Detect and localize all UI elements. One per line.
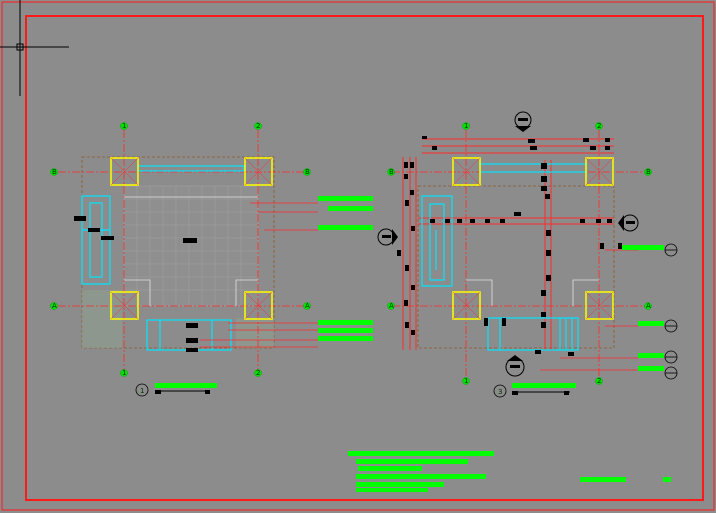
detail-number: 3: [498, 388, 502, 396]
plan-right: 1 2 1 2 B A B A: [377, 111, 678, 398]
grid-label: 2: [256, 122, 260, 130]
grid-label: A: [305, 302, 310, 310]
grid-label: 2: [256, 369, 260, 377]
grid-label: B: [305, 168, 310, 176]
annotation-bar: [622, 245, 664, 371]
column: [110, 157, 273, 320]
detail-number-bubble: [135, 383, 149, 397]
floor-grid: [123, 185, 259, 307]
drawing-border: [25, 15, 704, 501]
grid-label: B: [646, 168, 651, 176]
grid-bubble: [387, 122, 652, 385]
north-arrow-icon[interactable]: [505, 355, 525, 377]
detail-number-bubble: [493, 384, 507, 398]
section-marker-icon[interactable]: [514, 111, 532, 132]
section-marker-icon[interactable]: [618, 214, 639, 232]
notes-block: [348, 451, 494, 492]
plan-left: 1 2 1 2 B A B A: [50, 122, 373, 397]
grid-bubble: [50, 122, 311, 377]
detail-number: 1: [140, 387, 144, 395]
grid-label: B: [52, 168, 57, 176]
column: [452, 157, 614, 320]
grid-label: A: [52, 302, 57, 310]
grid-label: A: [646, 302, 651, 310]
title-block-note: [580, 477, 671, 482]
crosshair-cursor-icon[interactable]: [0, 0, 69, 96]
section-marker-icon[interactable]: [377, 228, 398, 246]
annotation-bar: [318, 196, 373, 341]
grid-label: 2: [597, 122, 601, 130]
grid-label: 1: [122, 369, 126, 377]
grid-label: 1: [464, 377, 468, 385]
grid-label: 1: [122, 122, 126, 130]
grid-label: B: [389, 168, 394, 176]
grid-label: 2: [597, 377, 601, 385]
grid-label: A: [389, 302, 394, 310]
grid-label: 1: [464, 122, 468, 130]
